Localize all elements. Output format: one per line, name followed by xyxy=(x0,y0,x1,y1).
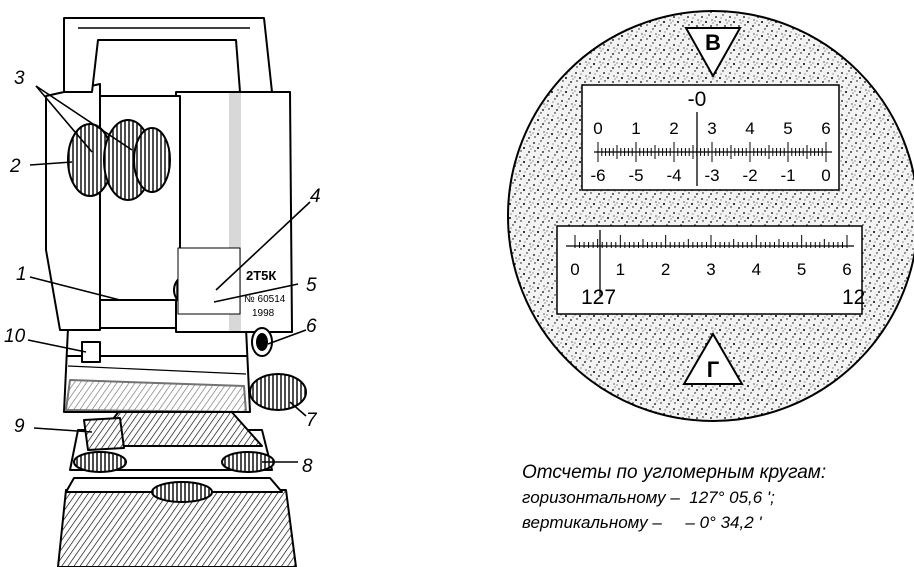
plate-model: 2Т5К xyxy=(246,268,276,283)
vertical-zero-label: -0 xyxy=(688,88,707,111)
reading-horizontal: горизонтальному – 127° 05,6 '; xyxy=(522,488,775,507)
tangent-screw xyxy=(249,373,307,411)
theodolite-drawing: 2Т5К № 60514 1998 xyxy=(45,17,307,567)
readings-caption: Отсчеты по угломерным кругам: горизонтал… xyxy=(522,460,907,535)
foot-screw-front xyxy=(151,481,213,503)
horizontal-scale-number: 1 xyxy=(616,260,625,279)
marker-g-letter: Г xyxy=(707,357,720,382)
callout-8: 8 xyxy=(302,456,313,477)
vertical-top-number: 0 xyxy=(593,119,602,138)
horizontal-scale-number: 0 xyxy=(570,260,579,279)
horizontal-scale-number: 2 xyxy=(661,260,670,279)
horizontal-degree-left: 127 xyxy=(581,286,616,309)
plate-year: 1998 xyxy=(252,308,275,319)
callout-9: 9 xyxy=(14,416,25,437)
callout-2: 2 xyxy=(9,156,21,177)
callout-4: 4 xyxy=(310,186,321,207)
vertical-top-number: 2 xyxy=(669,119,678,138)
callout-6: 6 xyxy=(306,316,317,337)
marker-v-letter: В xyxy=(705,30,721,55)
horizontal-scale-number: 5 xyxy=(797,260,806,279)
plate-serial: № 60514 xyxy=(244,294,286,305)
horizontal-scale-number: 6 xyxy=(842,260,851,279)
vertical-bottom-number: -2 xyxy=(742,166,757,185)
vertical-top-number: 4 xyxy=(745,119,754,138)
horizontal-circle-marker: Г xyxy=(682,332,744,385)
vertical-bottom-number: -3 xyxy=(704,166,719,185)
vertical-top-number: 6 xyxy=(821,119,830,138)
vertical-circle-marker: В xyxy=(684,27,742,79)
vertical-scale-window: -0 0 1 2 3 4 5 6 -6 -5 -4 -3 -2 -1 0 xyxy=(581,84,840,191)
vertical-bottom-number: -6 xyxy=(590,166,605,185)
vertical-top-number: 5 xyxy=(783,119,792,138)
callout-5: 5 xyxy=(306,275,317,296)
horizontal-scale-number: 3 xyxy=(706,260,715,279)
leader-lines xyxy=(27,85,311,463)
vertical-top-number: 3 xyxy=(707,119,716,138)
vertical-bottom-number: -5 xyxy=(628,166,643,185)
foot-screw-left xyxy=(73,451,127,473)
reading-vertical: вертикальному – – 0° 34,2 ' xyxy=(522,513,762,532)
vertical-bottom-number: 0 xyxy=(821,166,830,185)
horizontal-degree-right: 12 xyxy=(842,286,865,309)
callout-numbers: 3 2 4 1 5 10 6 7 9 8 xyxy=(4,68,321,477)
callout-3: 3 xyxy=(14,68,25,89)
carry-handle xyxy=(63,17,273,93)
horizontal-scale-number: 4 xyxy=(752,260,761,279)
vertical-top-number: 1 xyxy=(631,119,640,138)
vertical-bottom-number: -1 xyxy=(780,166,795,185)
callout-1: 1 xyxy=(16,264,27,285)
callout-7: 7 xyxy=(306,410,318,431)
callout-10: 10 xyxy=(4,326,26,347)
readings-title: Отсчеты по угломерным кругам: xyxy=(522,462,827,483)
vertical-bottom-number: -4 xyxy=(666,166,681,185)
